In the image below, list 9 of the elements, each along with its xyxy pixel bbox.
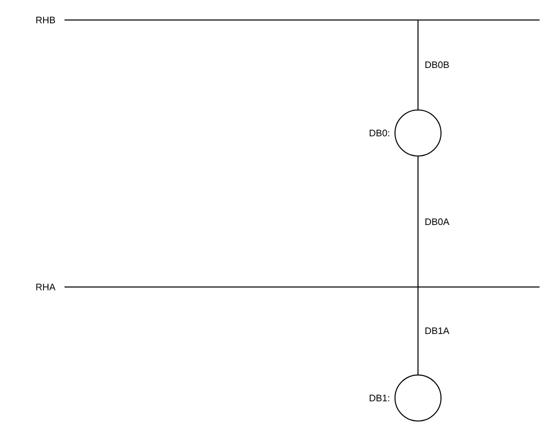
edge-label: DB0A	[425, 218, 450, 226]
node-label: DB0:	[370, 130, 390, 136]
node-label: DB1:	[370, 394, 390, 402]
bus-line: RHB	[36, 16, 540, 24]
edge-label: DB1A	[425, 328, 450, 334]
edge-label: DB0B	[425, 61, 449, 68]
circle-node: DB1:	[370, 374, 442, 422]
circle-node: DB0:	[370, 110, 442, 156]
bus-line: RHA	[36, 284, 540, 290]
